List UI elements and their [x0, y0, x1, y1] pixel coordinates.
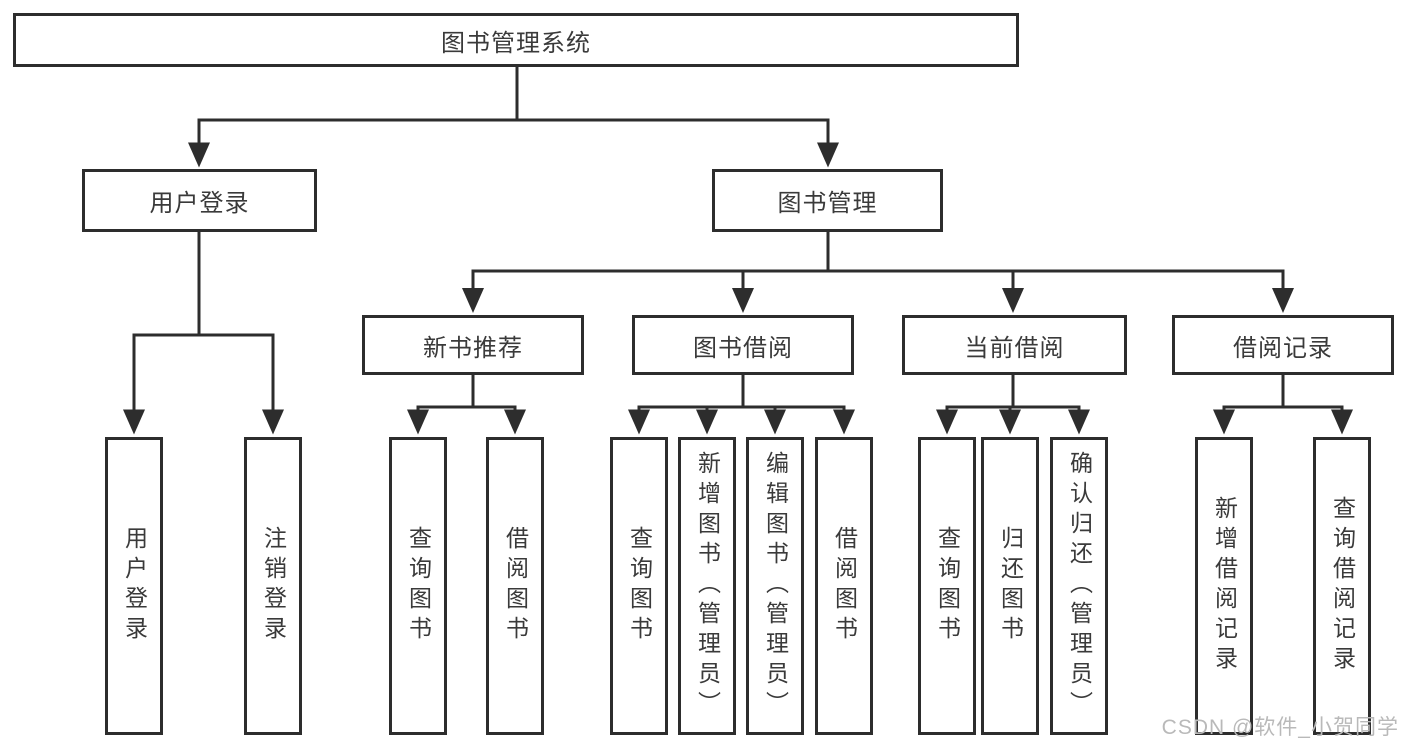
- node-book-borrowing: 图书借阅: [632, 315, 854, 375]
- node-borrowing-records: 借阅记录: [1172, 315, 1394, 375]
- arrowhead-icon: [504, 409, 526, 435]
- arrowhead-icon: [262, 409, 284, 435]
- arrowhead-icon: [1213, 409, 1235, 435]
- node-new-book-recommend-label: 新书推荐: [423, 334, 523, 362]
- leaf-add-book-admin: 新增图书（管理员）: [678, 437, 736, 735]
- node-new-book-recommend: 新书推荐: [362, 315, 584, 375]
- connector-borrow-records-to-leaves: [1222, 375, 1344, 412]
- leaf-return-books: 归还图书: [981, 437, 1039, 735]
- node-book-borrowing-label: 图书借阅: [693, 334, 793, 362]
- arrowhead-icon: [999, 409, 1021, 435]
- arrowhead-icon: [628, 409, 650, 435]
- leaf-borrow-books-1: 借阅图书: [486, 437, 544, 735]
- node-user-login: 用户登录: [82, 169, 317, 232]
- arrowhead-icon: [188, 142, 210, 168]
- arrowhead-icon: [462, 288, 484, 313]
- leaf-edit-book-admin-label: 编辑图书（管理员）: [762, 451, 789, 721]
- arrowhead-icon: [123, 409, 145, 435]
- node-book-management-label: 图书管理: [777, 190, 878, 217]
- arrowhead-icon: [1068, 409, 1090, 435]
- arrowhead-icon: [1002, 288, 1024, 313]
- leaf-query-books-3-label: 查询图书: [934, 526, 961, 646]
- arrowhead-icon: [936, 409, 958, 435]
- connector-book-borrow-to-leaves: [637, 375, 846, 412]
- arrowhead-icon: [764, 409, 786, 435]
- node-current-borrowing: 当前借阅: [902, 315, 1127, 375]
- leaf-add-borrow-record-label: 新增借阅记录: [1211, 496, 1238, 676]
- leaf-return-books-label: 归还图书: [997, 526, 1024, 646]
- arrowhead-icon: [407, 409, 429, 435]
- node-library-system: 图书管理系统: [13, 13, 1019, 67]
- leaf-query-books-2-label: 查询图书: [626, 526, 653, 646]
- leaf-user-login-label: 用户登录: [121, 526, 148, 646]
- leaf-query-books-2: 查询图书: [610, 437, 668, 735]
- arrowhead-icon: [833, 409, 855, 435]
- leaf-confirm-return-admin: 确认归还（管理员）: [1050, 437, 1108, 735]
- node-library-system-label: 图书管理系统: [441, 29, 591, 57]
- node-current-borrowing-label: 当前借阅: [964, 334, 1065, 362]
- leaf-query-books-1: 查询图书: [389, 437, 447, 735]
- arrowheads: [123, 142, 1353, 435]
- leaf-logout-label: 注销登录: [260, 526, 287, 646]
- arrowhead-icon: [817, 142, 839, 168]
- connector-book-management-to-modules: [471, 232, 1285, 291]
- connector-root-to-level2: [197, 67, 830, 146]
- connector-user-login-to-leaves: [132, 232, 275, 412]
- arrowhead-icon: [1272, 288, 1294, 313]
- arrowhead-icon: [696, 409, 718, 435]
- connector-current-borrow-to-leaves: [945, 375, 1081, 412]
- node-book-management: 图书管理: [712, 169, 943, 232]
- leaf-borrow-books-1-label: 借阅图书: [502, 526, 529, 646]
- node-user-login-label: 用户登录: [149, 190, 250, 217]
- arrowhead-icon: [732, 288, 754, 313]
- leaf-logout: 注销登录: [244, 437, 302, 735]
- leaf-query-books-1-label: 查询图书: [405, 526, 432, 646]
- leaf-confirm-return-admin-label: 确认归还（管理员）: [1066, 451, 1093, 721]
- connector-new-book-to-leaves: [416, 375, 517, 412]
- csdn-watermark: CSDN @软件_小贺同学: [1161, 716, 1399, 739]
- leaf-borrow-books-2-label: 借阅图书: [831, 526, 858, 646]
- leaf-add-book-admin-label: 新增图书（管理员）: [694, 451, 721, 721]
- leaf-edit-book-admin: 编辑图书（管理员）: [746, 437, 804, 735]
- leaf-user-login: 用户登录: [105, 437, 163, 735]
- leaf-query-books-3: 查询图书: [918, 437, 976, 735]
- node-borrowing-records-label: 借阅记录: [1233, 334, 1333, 362]
- leaf-query-borrow-record: 查询借阅记录: [1313, 437, 1371, 735]
- leaf-add-borrow-record: 新增借阅记录: [1195, 437, 1253, 735]
- leaf-borrow-books-2: 借阅图书: [815, 437, 873, 735]
- arrowhead-icon: [1331, 409, 1353, 435]
- leaf-query-borrow-record-label: 查询借阅记录: [1329, 496, 1356, 676]
